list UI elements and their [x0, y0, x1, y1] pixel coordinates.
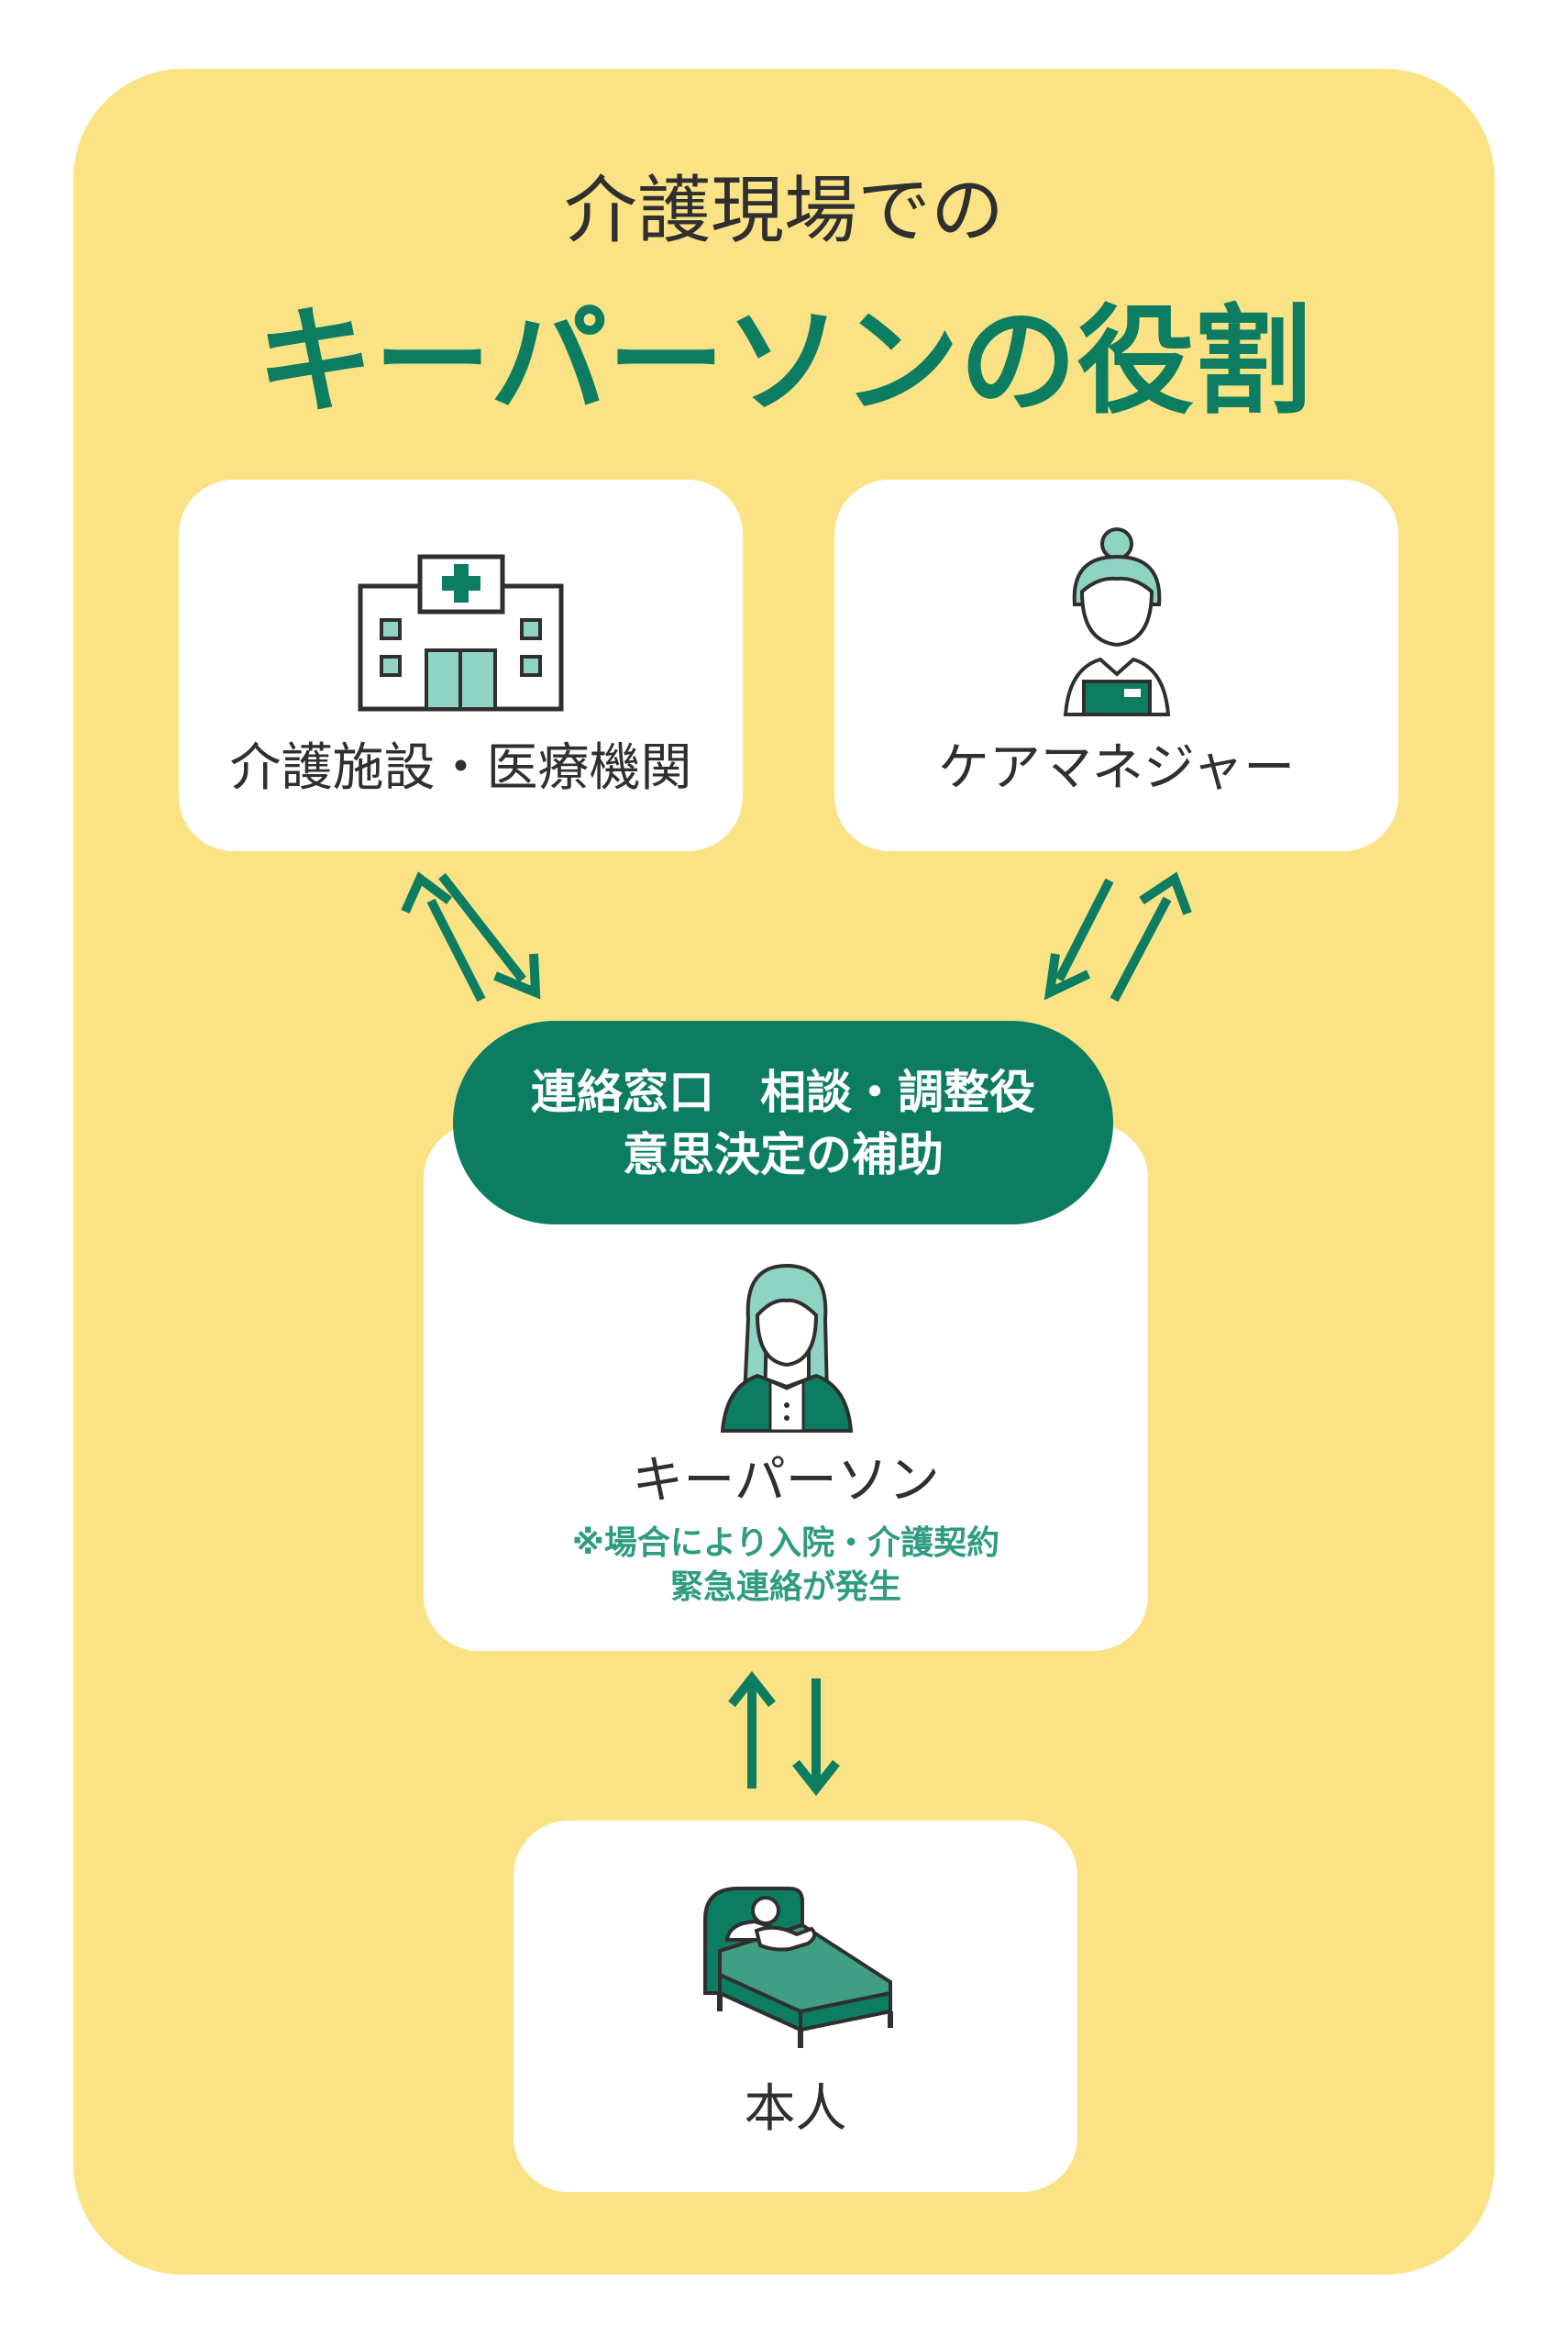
- title-heading: キーパーソンの役割: [256, 294, 1312, 430]
- roles-line-2: 意思決定の補助: [623, 1128, 944, 1181]
- care-manager-icon: [1063, 527, 1171, 716]
- title-subheading: 介護現場での: [564, 168, 1004, 253]
- facility-label: 介護施設・医療機関: [229, 738, 692, 798]
- roles-line-1: 連絡窓口 相談・調整役: [531, 1066, 1035, 1119]
- arrow-facility-keyperson: [401, 871, 541, 1002]
- care-manager-card: ケアマネジャー: [834, 480, 1398, 851]
- arrow-caremanager-keyperson: [1043, 871, 1192, 1002]
- patient-card: 本人: [513, 1821, 1077, 2192]
- key-person-roles-badge: 連絡窓口 相談・調整役 意思決定の補助: [453, 1021, 1113, 1224]
- key-person-label: キーパーソン: [632, 1451, 940, 1511]
- arrow-keyperson-patient: [728, 1670, 840, 1797]
- facility-card: 介護施設・医療機関: [179, 480, 743, 851]
- key-person-note-line1: ※場合により入院・介護契約: [571, 1524, 1000, 1562]
- patient-label: 本人: [744, 2079, 847, 2139]
- key-person-icon: [720, 1263, 854, 1433]
- key-person-note-line2: 緊急連絡が発生: [669, 1568, 901, 1606]
- care-manager-label: ケアマネジャー: [937, 738, 1296, 798]
- bed-patient-icon: [703, 1887, 893, 2048]
- hospital-icon: [358, 554, 564, 712]
